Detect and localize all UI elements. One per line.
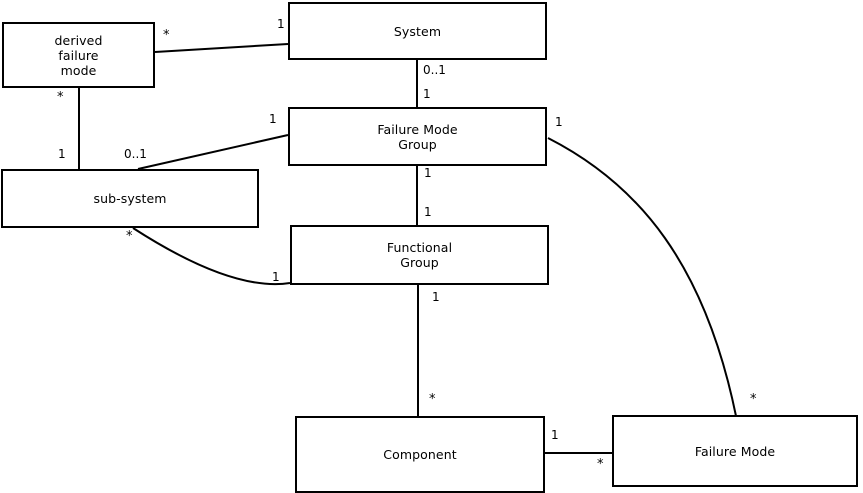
multiplicity-derived-failure-mode-sub-system: * xyxy=(57,90,64,105)
class-name-system: System xyxy=(393,23,442,39)
multiplicity-functional-group-failure-mode-group: 1 xyxy=(424,205,432,219)
class-name-derived-failure-mode: derived failure mode xyxy=(54,32,103,78)
class-box-derived-failure-mode[interactable]: derived failure mode xyxy=(2,22,155,88)
multiplicity-functional-group-component: 1 xyxy=(432,290,440,304)
multiplicity-failure-mode-component: * xyxy=(597,457,604,472)
class-box-sub-system[interactable]: sub-system xyxy=(1,169,259,228)
multiplicity-failure-mode-group-sub-system: 1 xyxy=(269,112,277,126)
class-name-failure-mode-group: Failure Mode Group xyxy=(377,121,458,152)
multiplicity-failure-mode-failure-mode-group: * xyxy=(750,392,757,407)
multiplicity-system-failure-mode-group: 0..1 xyxy=(423,63,446,77)
class-box-failure-mode-group[interactable]: Failure Mode Group xyxy=(288,107,547,166)
multiplicity-functional-group-sub-system: 1 xyxy=(272,270,280,284)
association-failure-mode-group-to-failure-mode xyxy=(547,137,737,417)
multiplicity-failure-mode-group-functional-group: 1 xyxy=(424,166,432,180)
multiplicity-derived-failure-mode-system: * xyxy=(163,28,170,43)
class-box-system[interactable]: System xyxy=(288,2,547,60)
multiplicity-component-functional-group: * xyxy=(429,392,436,407)
multiplicity-failure-mode-group-system: 1 xyxy=(423,87,431,101)
association-sub-system-to-failure-mode-group xyxy=(137,134,289,170)
class-box-failure-mode[interactable]: Failure Mode xyxy=(612,415,858,487)
class-name-failure-mode: Failure Mode xyxy=(694,443,776,459)
multiplicity-sub-system-functional-group: * xyxy=(126,229,133,244)
class-name-functional-group: Functional Group xyxy=(386,240,453,270)
association-derived-failure-mode-to-system xyxy=(154,43,289,53)
class-name-sub-system: sub-system xyxy=(93,191,167,206)
association-sub-system-to-functional-group xyxy=(132,227,291,286)
multiplicity-system-derived-failure-mode: 1 xyxy=(277,17,285,31)
class-box-component[interactable]: Component xyxy=(295,416,545,493)
class-name-component: Component xyxy=(383,447,457,462)
multiplicity-sub-system-derived-failure-mode: 1 xyxy=(58,147,66,161)
multiplicity-sub-system-failure-mode-group: 0..1 xyxy=(124,147,147,161)
multiplicity-failure-mode-group-failure-mode: 1 xyxy=(555,115,563,129)
multiplicity-component-failure-mode: 1 xyxy=(551,428,559,442)
class-box-functional-group[interactable]: Functional Group xyxy=(290,225,549,285)
